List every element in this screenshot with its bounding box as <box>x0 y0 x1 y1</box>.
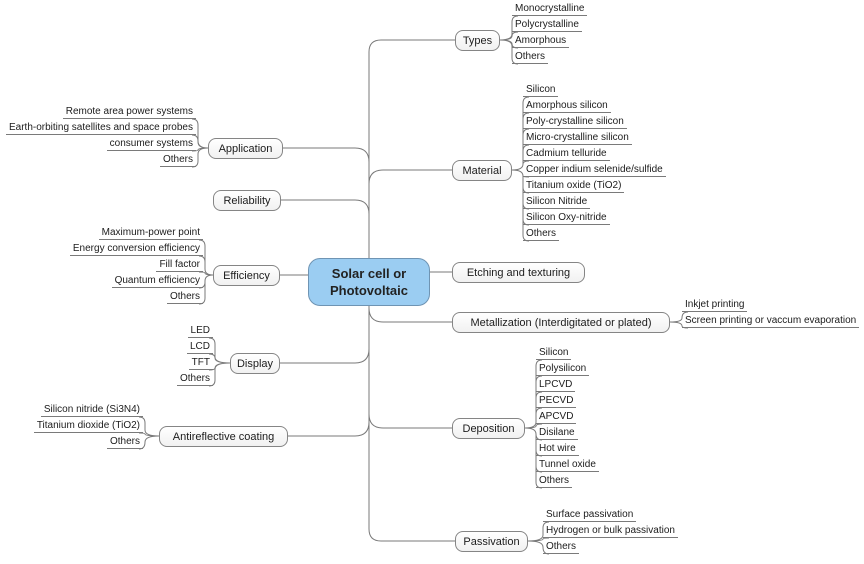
leaf-node[interactable]: Others <box>512 51 549 64</box>
connector-trunk-up <box>368 39 455 258</box>
leaf-node[interactable]: Micro-crystalline silicon <box>523 132 632 145</box>
branch-node-efficiency[interactable]: Efficiency <box>213 265 280 286</box>
leaf-node[interactable]: Fill factor <box>156 259 203 272</box>
leaf-node[interactable]: Quantum efficiency <box>111 275 203 288</box>
leaf-node[interactable]: Amorphous silicon <box>523 100 611 113</box>
leaf-node[interactable]: Cadmium telluride <box>523 148 610 161</box>
connector-types-children <box>499 15 519 65</box>
leaf-node[interactable]: Polycrystalline <box>512 19 582 32</box>
connector-display-children <box>208 337 231 387</box>
leaf-node[interactable]: Hot wire <box>536 443 579 456</box>
leaf-node[interactable]: Silicon Nitride <box>523 196 591 209</box>
leaf-node[interactable]: Silicon <box>536 347 572 360</box>
leaf-node[interactable]: Others <box>536 475 573 488</box>
leaf-node[interactable]: LPCVD <box>536 379 576 392</box>
leaf-node[interactable]: Tunnel oxide <box>536 459 599 472</box>
branch-node-etching[interactable]: Etching and texturing <box>452 262 585 283</box>
connector-reliability <box>281 199 370 215</box>
leaf-node[interactable]: Poly-crystalline silicon <box>523 116 627 129</box>
leaf-node[interactable]: Energy conversion efficiency <box>69 243 203 256</box>
leaf-node[interactable]: TFT <box>188 357 213 370</box>
leaf-node[interactable]: Hydrogen or bulk passivation <box>543 525 678 538</box>
leaf-node[interactable]: Others <box>543 541 580 554</box>
branch-node-antireflective[interactable]: Antireflective coating <box>159 426 288 447</box>
leaf-node[interactable]: Others <box>166 291 203 304</box>
connector-display <box>280 348 370 364</box>
leaf-node[interactable]: Remote area power systems <box>62 106 196 119</box>
leaf-node[interactable]: Titanium dioxide (TiO2) <box>33 420 143 433</box>
connector-antireflective <box>288 421 370 437</box>
branch-node-types[interactable]: Types <box>455 30 500 51</box>
leaf-node[interactable]: Earth-orbiting satellites and space prob… <box>6 122 196 135</box>
connector-trunk-down <box>368 306 455 542</box>
connector-application <box>283 147 370 163</box>
leaf-node[interactable]: APCVD <box>536 411 577 424</box>
leaf-node[interactable]: Amorphous <box>512 35 570 48</box>
leaf-node[interactable]: Others <box>523 228 560 241</box>
connector-application-children <box>191 118 209 168</box>
connector-deposition-children <box>524 359 543 489</box>
branch-node-passivation[interactable]: Passivation <box>455 531 528 552</box>
branch-node-application[interactable]: Application <box>208 138 283 159</box>
leaf-node[interactable]: Monocrystalline <box>512 3 588 16</box>
connector-deposition <box>368 413 452 429</box>
branch-node-material[interactable]: Material <box>452 160 512 181</box>
leaf-node[interactable]: Surface passivation <box>543 509 637 522</box>
leaf-node[interactable]: Disilane <box>536 427 578 440</box>
leaf-node[interactable]: Silicon <box>523 84 559 97</box>
leaf-node[interactable]: Maximum-power point <box>98 227 203 240</box>
leaf-node[interactable]: Others <box>106 436 143 449</box>
connector-metallization <box>368 307 452 323</box>
branch-node-metallization[interactable]: Metallization (Interdigitated or plated) <box>452 312 670 333</box>
leaf-node[interactable]: Others <box>159 154 196 167</box>
leaf-node[interactable]: Silicon nitride (Si3N4) <box>40 404 143 417</box>
center-node[interactable]: Solar cell or Photovoltaic <box>308 258 430 306</box>
leaf-node[interactable]: Inkjet printing <box>682 299 748 312</box>
leaf-node[interactable]: consumer systems <box>106 138 196 151</box>
leaf-node[interactable]: Titanium oxide (TiO2) <box>523 180 625 193</box>
leaf-node[interactable]: Screen printing or vaccum evaporation <box>682 315 860 328</box>
leaf-node[interactable]: Copper indium selenide/sulfide <box>523 164 666 177</box>
leaf-node[interactable]: Others <box>176 373 213 386</box>
connector-material <box>368 169 452 185</box>
leaf-node[interactable]: LCD <box>186 341 213 354</box>
connector-efficiency-children <box>198 239 214 305</box>
branch-node-deposition[interactable]: Deposition <box>452 418 525 439</box>
leaf-node[interactable]: Silicon Oxy-nitride <box>523 212 610 225</box>
branch-node-reliability[interactable]: Reliability <box>213 190 281 211</box>
branch-node-display[interactable]: Display <box>230 353 280 374</box>
leaf-node[interactable]: LED <box>187 325 213 338</box>
leaf-node[interactable]: Polysilicon <box>536 363 590 376</box>
leaf-node[interactable]: PECVD <box>536 395 577 408</box>
